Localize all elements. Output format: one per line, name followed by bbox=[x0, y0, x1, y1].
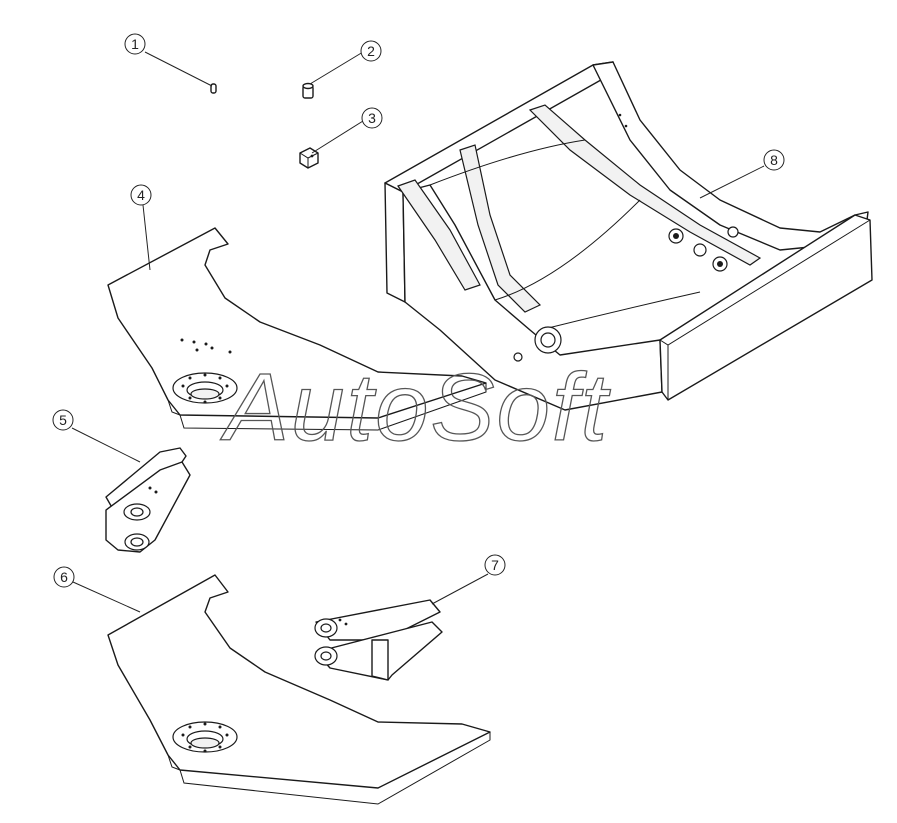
callout-4-label: 4 bbox=[137, 187, 145, 203]
callout-2-label: 2 bbox=[367, 43, 375, 59]
callout-8: 8 bbox=[763, 149, 785, 171]
callout-1-label: 1 bbox=[131, 36, 139, 52]
callout-4: 4 bbox=[130, 184, 152, 206]
part-4-plate bbox=[107, 227, 487, 431]
part-3-block bbox=[299, 147, 319, 169]
part-7-bracket bbox=[314, 599, 443, 681]
callout-leaders bbox=[71, 51, 765, 613]
part-1-pin bbox=[210, 83, 217, 94]
callout-8-label: 8 bbox=[770, 152, 778, 168]
part-8-frame bbox=[384, 61, 873, 411]
callout-3: 3 bbox=[361, 107, 383, 129]
callout-2: 2 bbox=[360, 40, 382, 62]
callout-3-label: 3 bbox=[368, 110, 376, 126]
watermark-text: AutoSoft bbox=[220, 354, 611, 461]
callout-5: 5 bbox=[52, 409, 74, 431]
callout-6-label: 6 bbox=[60, 569, 68, 585]
part-2-bushing bbox=[302, 82, 314, 99]
part-6-plate bbox=[107, 574, 491, 805]
callout-6: 6 bbox=[53, 566, 75, 588]
callout-7: 7 bbox=[484, 554, 506, 576]
part-5-bracket bbox=[105, 447, 191, 553]
callout-1: 1 bbox=[124, 33, 146, 55]
callout-5-label: 5 bbox=[59, 412, 67, 428]
callout-7-label: 7 bbox=[491, 557, 499, 573]
